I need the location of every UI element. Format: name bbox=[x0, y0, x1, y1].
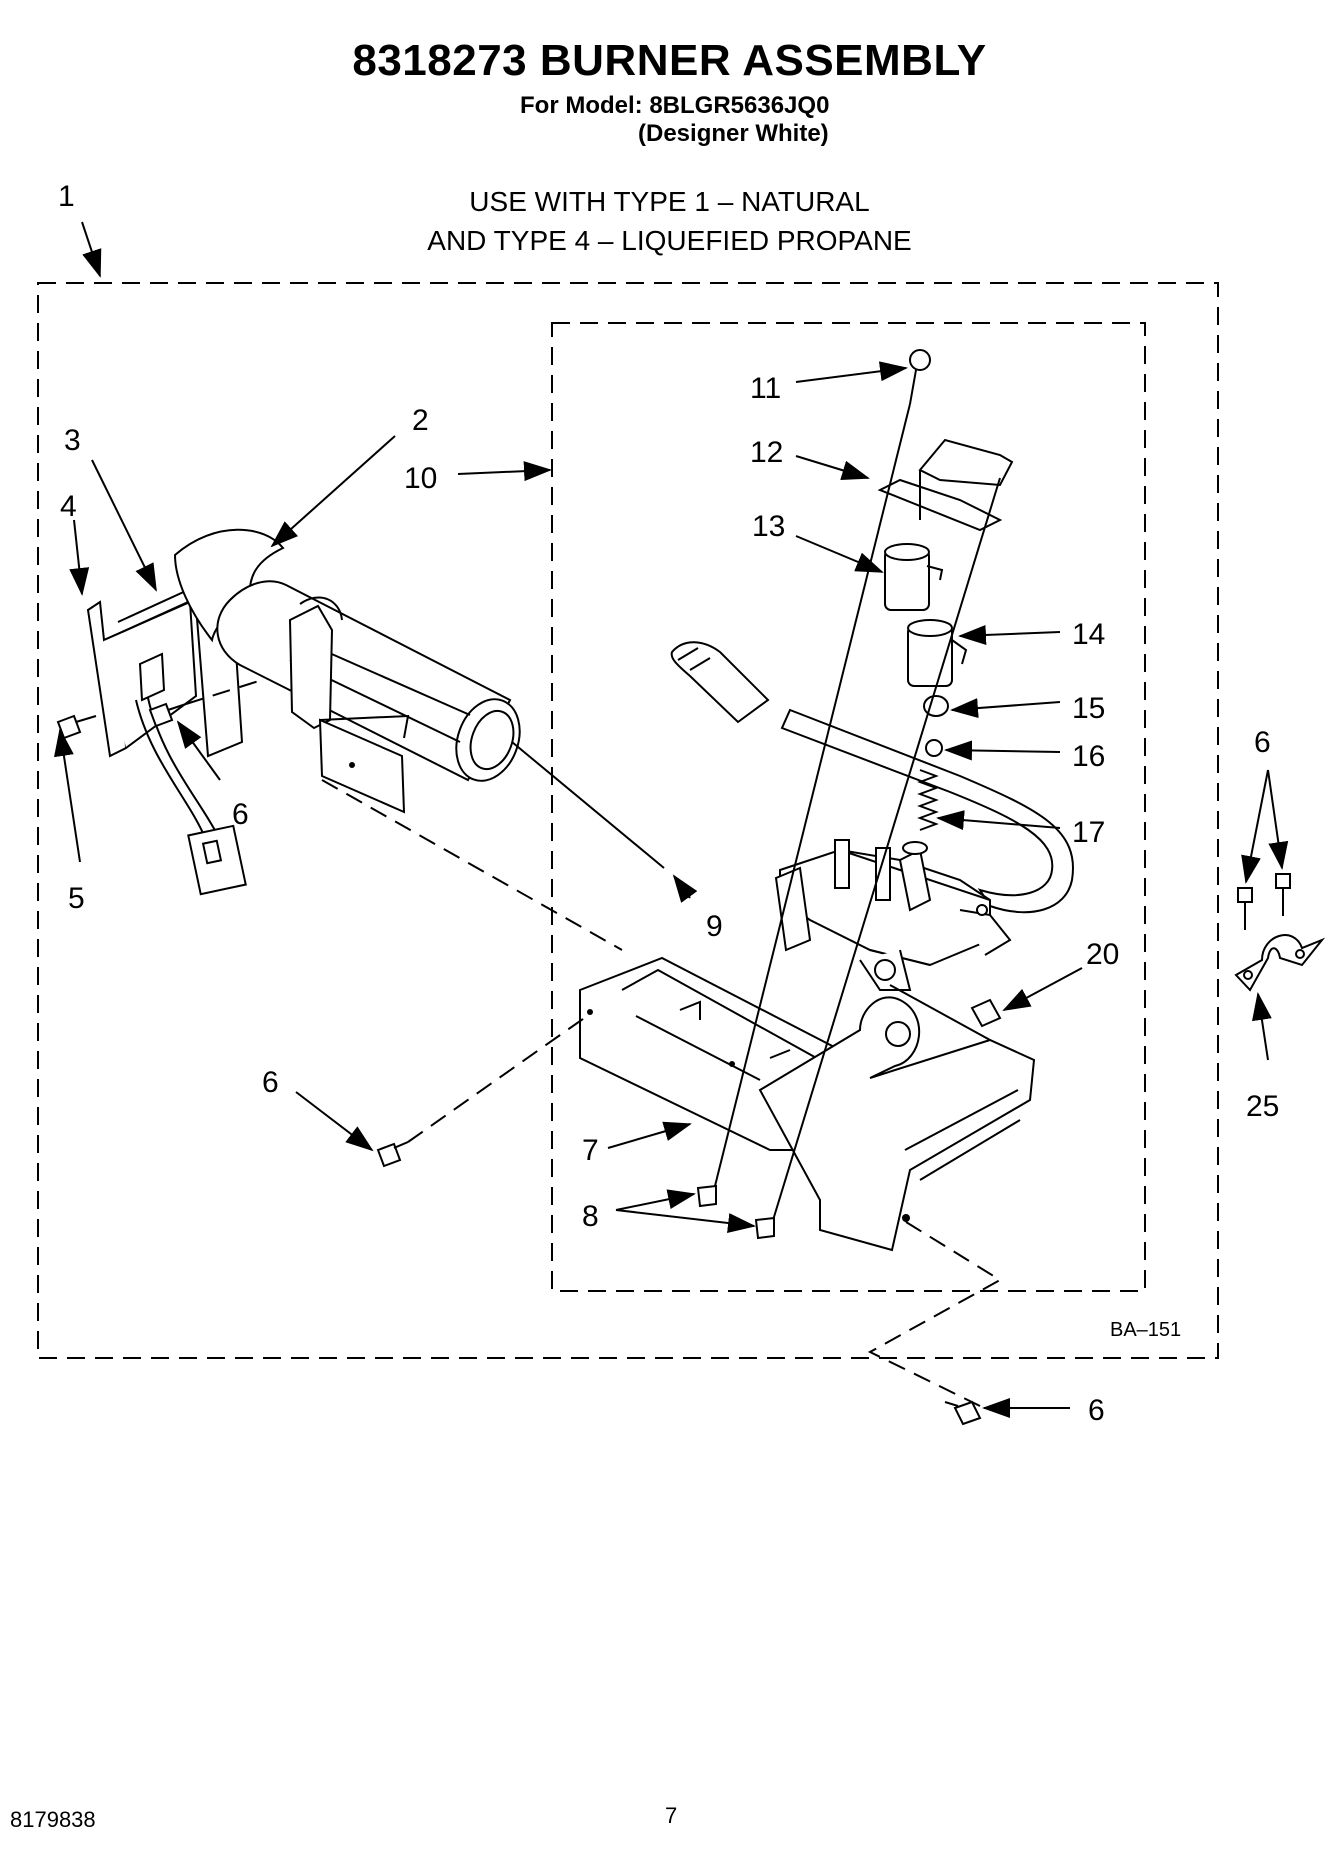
burner-bracket bbox=[579, 956, 1036, 1252]
callout-20: 20 bbox=[1086, 938, 1119, 971]
callout-14: 14 bbox=[1072, 618, 1105, 651]
callout-11: 11 bbox=[750, 372, 781, 405]
callout-5: 5 bbox=[68, 882, 85, 915]
screw-8a bbox=[696, 1184, 717, 1208]
callout-4: 4 bbox=[60, 490, 77, 523]
model-line: For Model: 8BLGR5636JQ0 bbox=[520, 92, 830, 119]
callout-17: 17 bbox=[1072, 816, 1105, 849]
screw-6b bbox=[376, 1141, 409, 1168]
tube-clamp-25 bbox=[1234, 934, 1326, 992]
screw-6a bbox=[148, 702, 187, 728]
page-title: 8318273 BURNER ASSEMBLY bbox=[352, 36, 987, 85]
callout-6c: 6 bbox=[1088, 1394, 1105, 1427]
callout-6d: 6 bbox=[1254, 726, 1271, 759]
callout-8: 8 bbox=[582, 1200, 599, 1233]
usage-note-line-2: AND TYPE 4 – LIQUEFIED PROPANE bbox=[427, 225, 912, 256]
gas-valve-body bbox=[774, 839, 1012, 991]
retainer-15 bbox=[923, 695, 949, 717]
burner-orifice-tube bbox=[670, 641, 770, 724]
callout-1: 1 bbox=[58, 180, 75, 213]
valve-plug-20 bbox=[970, 998, 1002, 1028]
diagram-code: BA–151 bbox=[1110, 1319, 1181, 1341]
burner-assembly-frame bbox=[37, 282, 1219, 1359]
valve-ball-16 bbox=[925, 739, 943, 757]
callout-3: 3 bbox=[64, 424, 81, 457]
callout-9: 9 bbox=[706, 910, 723, 943]
page-number: 7 bbox=[665, 1803, 678, 1828]
screw-5 bbox=[56, 714, 97, 740]
callout-6a: 6 bbox=[232, 798, 249, 831]
callout-6b: 6 bbox=[262, 1066, 279, 1099]
callout-10: 10 bbox=[404, 462, 437, 495]
igniter-wire-connector bbox=[135, 697, 247, 896]
screw-6d-right bbox=[1275, 873, 1291, 916]
document-number: 8179838 bbox=[10, 1807, 96, 1832]
coil-bracket-12 bbox=[877, 438, 1014, 532]
callout-13: 13 bbox=[752, 510, 785, 543]
callout-16: 16 bbox=[1072, 740, 1105, 773]
screw-6c bbox=[944, 1400, 982, 1426]
callout-15: 15 bbox=[1072, 692, 1105, 725]
coil-14 bbox=[907, 619, 968, 687]
screw-6d-left bbox=[1237, 887, 1253, 930]
model-variant: (Designer White) bbox=[638, 120, 829, 147]
screw-8b bbox=[754, 1216, 775, 1240]
callout-25: 25 bbox=[1246, 1090, 1279, 1123]
coil-13 bbox=[884, 543, 944, 611]
spring-17 bbox=[917, 769, 939, 831]
callout-2: 2 bbox=[412, 404, 429, 437]
valve-assembly-frame bbox=[551, 322, 1146, 1292]
tube-clip-bracket bbox=[288, 596, 410, 814]
callout-12: 12 bbox=[750, 436, 783, 469]
screw-11 bbox=[909, 349, 931, 405]
callout-7: 7 bbox=[582, 1134, 599, 1167]
usage-note-line-1: USE WITH TYPE 1 – NATURAL bbox=[469, 186, 870, 217]
